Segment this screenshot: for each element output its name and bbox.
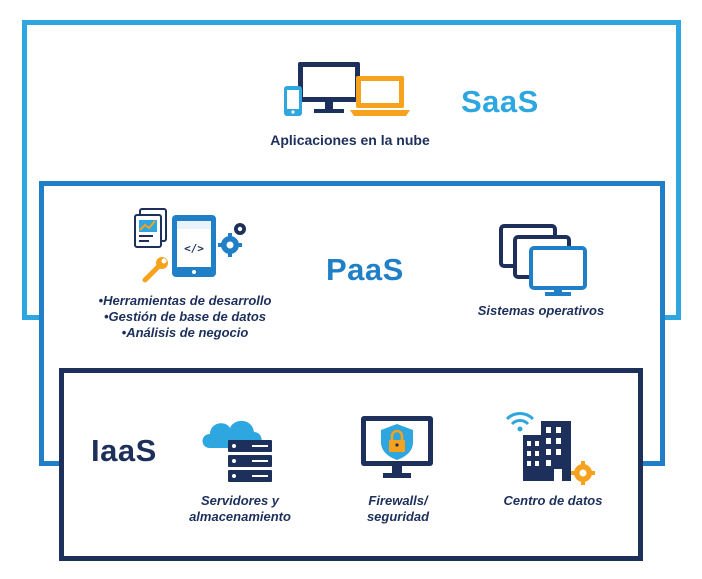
tools-item: •Análisis de negocio xyxy=(121,325,249,340)
cloud-server-icon xyxy=(202,420,272,482)
datacenter-label: Centro de datos xyxy=(503,493,603,508)
dev-tools-icon: </> xyxy=(134,208,246,283)
building-wifi-icon xyxy=(505,412,595,485)
svg-text:</>: </> xyxy=(184,242,204,255)
paas-title: PaaS xyxy=(326,252,404,287)
saas-title: SaaS xyxy=(461,84,539,119)
monitors-stack-icon xyxy=(499,224,587,296)
lock-monitor-icon xyxy=(361,416,433,478)
tools-item: •Gestión de base de datos xyxy=(103,309,267,324)
saas-label: Aplicaciones en la nube xyxy=(270,132,430,148)
servers-label-line2: almacenamiento xyxy=(189,509,291,524)
tools-item: •Herramientas de desarrollo xyxy=(98,293,272,308)
os-label: Sistemas operativos xyxy=(477,303,605,318)
firewall-label-line2: seguridad xyxy=(366,509,430,524)
servers-label-line1: Servidores y xyxy=(200,493,280,508)
iaas-title: IaaS xyxy=(91,433,157,468)
firewall-label-line1: Firewalls/ xyxy=(368,493,428,508)
devices-icon xyxy=(284,62,410,116)
